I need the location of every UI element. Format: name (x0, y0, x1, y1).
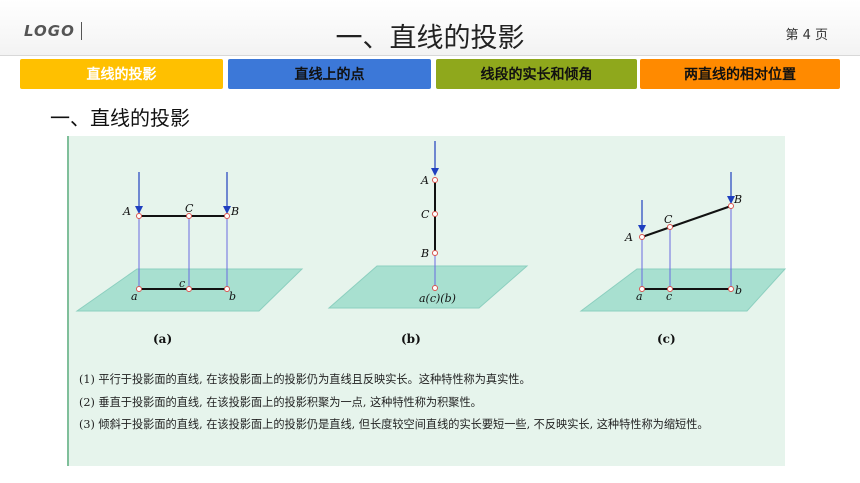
label-A: A (420, 174, 429, 187)
point (224, 213, 230, 219)
arrowhead-icon (638, 225, 646, 233)
label-b: b (229, 290, 236, 303)
point (728, 286, 734, 292)
slide-header: LOGO 一、直线的投影 第 4 页 (0, 0, 860, 56)
projection-diagram: A C B a c b (a) A C B a(c)(b) (b) (75, 141, 787, 346)
arrowhead-icon (135, 206, 143, 214)
line-AB-c (641, 205, 732, 238)
arrowhead-icon (431, 168, 439, 176)
label-proj: a(c)(b) (419, 292, 456, 305)
arrowhead-icon (727, 196, 735, 204)
point (432, 250, 438, 256)
tab-relative-position[interactable]: 两直线的相对位置 (640, 59, 840, 89)
arrowhead-icon (223, 206, 231, 214)
label-a: a (131, 290, 138, 303)
logo-divider (81, 22, 82, 40)
point (186, 213, 192, 219)
property-notes: (1) 平行于投影面的直线, 在该投影面上的投影仍为直线且反映实长。这种特性称为… (79, 372, 779, 440)
label-c: c (179, 277, 185, 290)
point (667, 224, 673, 230)
label-B: B (733, 193, 742, 206)
point (667, 286, 673, 292)
label-b: b (735, 284, 742, 297)
point (432, 211, 438, 217)
plane-b (327, 265, 529, 309)
page-title: 一、直线的投影 (335, 23, 525, 54)
label-B: B (230, 205, 239, 218)
note-parallel: (1) 平行于投影面的直线, 在该投影面上的投影仍为直线且反映实长。这种特性称为… (79, 373, 531, 386)
page-number: 第 4 页 (785, 28, 828, 43)
projection-figure: A C B a c b (a) A C B a(c)(b) (b) (67, 136, 787, 466)
tab-true-length-angle[interactable]: 线段的实长和倾角 (436, 59, 637, 89)
label-A: A (624, 231, 633, 244)
label-a: a (636, 290, 643, 303)
point (639, 286, 645, 292)
note-inclined: (3) 倾斜于投影面的直线, 在该投影面上的投影仍是直线, 但长度较空间直线的实… (79, 418, 709, 432)
tab-point-on-line[interactable]: 直线上的点 (228, 59, 431, 89)
label-C: C (421, 208, 430, 221)
point (136, 286, 142, 292)
tab-line-projection[interactable]: 直线的投影 (20, 59, 223, 89)
caption-b: (b) (401, 332, 421, 346)
diagram-b: A C B a(c)(b) (b) (327, 141, 529, 346)
label-B: B (420, 247, 429, 260)
note-perpendicular: (2) 垂直于投影面的直线, 在该投影面上的投影积聚为一点, 这种特性称为积聚性… (79, 395, 482, 409)
label-c: c (666, 290, 672, 303)
caption-a: (a) (153, 332, 172, 346)
point (639, 234, 645, 240)
point (186, 286, 192, 292)
label-C: C (664, 213, 673, 226)
diagram-a: A C B a c b (a) (75, 172, 304, 346)
caption-c: (c) (657, 332, 676, 346)
section-title: 一、直线的投影 (50, 106, 190, 130)
point (224, 286, 230, 292)
logo: LOGO (24, 22, 75, 40)
label-C: C (185, 202, 194, 215)
label-A: A (122, 205, 131, 218)
point (136, 213, 142, 219)
point (432, 285, 438, 291)
point (432, 177, 438, 183)
point (728, 203, 734, 209)
diagram-c: A C B a c b (c) (579, 172, 787, 346)
